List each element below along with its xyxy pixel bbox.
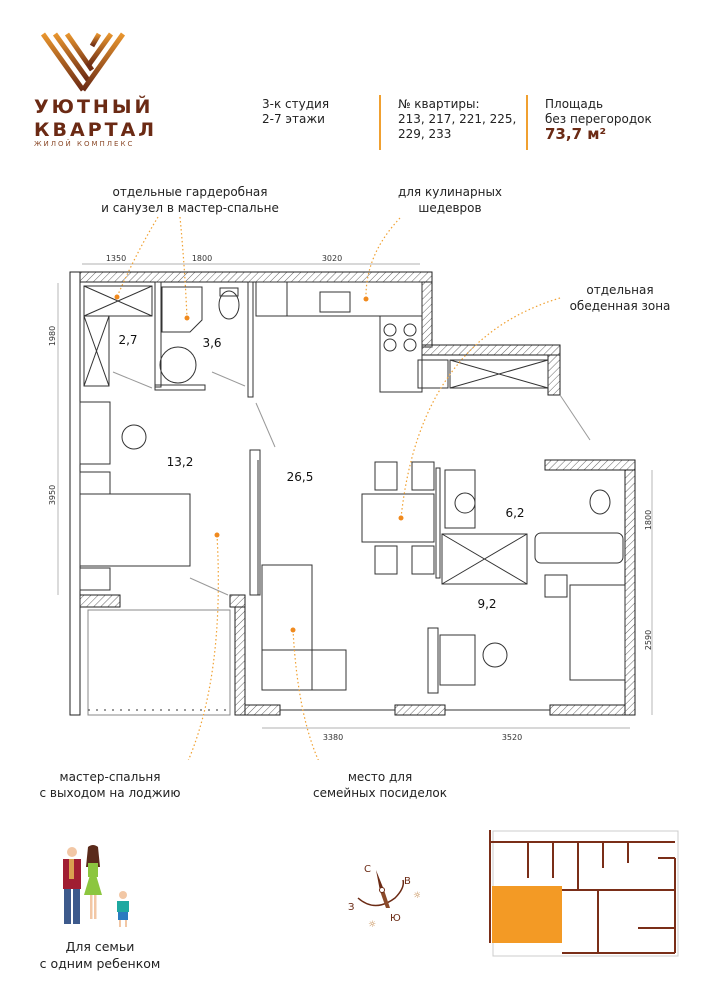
room-area-living: 26,5 xyxy=(287,470,314,484)
area-value: 73,7 м² xyxy=(545,125,607,143)
compass-east: В xyxy=(404,876,411,887)
apartment-type: 3-к студия 2-7 этажи xyxy=(262,97,329,127)
callout-wardrobe: отдельные гардеробная и санузел в мастер… xyxy=(90,184,290,216)
dimension-label: 1980 xyxy=(48,326,57,346)
sun-icon: ☼ xyxy=(368,920,376,928)
area-label: Площадь xyxy=(545,97,604,111)
caption-text: Для семьи xyxy=(65,939,135,954)
divider xyxy=(379,95,381,150)
compass: С В З Ю ☼ ☼ xyxy=(348,864,420,928)
apartment-numbers: № квартиры: 213, 217, 221, 225, 229, 233 xyxy=(398,97,516,142)
room-area-bath1: 3,6 xyxy=(202,336,221,350)
apartment-highlight xyxy=(492,886,562,943)
apartment-plan: 1350 1800 3020 1980 3950 3380 3520 1800 … xyxy=(48,216,653,760)
callout-lines xyxy=(116,216,561,760)
dimension-label: 3950 xyxy=(48,485,57,505)
callout-text: шедевров xyxy=(418,201,482,215)
walls xyxy=(79,271,636,716)
apt-numbers-2: 229, 233 xyxy=(398,127,452,141)
callout-text: мастер-спальня xyxy=(59,770,161,784)
callout-kitchen: для кулинарных шедевров xyxy=(370,184,530,216)
family-illustration xyxy=(63,845,129,927)
room-area-wardrobe: 2,7 xyxy=(118,333,137,347)
callout-master: мастер-спальня с выходом на лоджию xyxy=(20,769,200,801)
room-area-bedroom: 13,2 xyxy=(167,455,194,469)
room-area-bedroom2: 9,2 xyxy=(477,597,496,611)
dimension-label: 2590 xyxy=(644,630,653,650)
callout-dining: отдельная обеденная зона xyxy=(560,282,680,314)
dimension-label: 1350 xyxy=(106,254,126,263)
room-area-bath2: 6,2 xyxy=(505,506,524,520)
callout-living: место для семейных посиделок xyxy=(300,769,460,801)
callout-dots xyxy=(114,294,404,633)
compass-south: Ю xyxy=(390,913,401,924)
dimension-label: 1800 xyxy=(644,510,653,530)
callout-text: обеденная зона xyxy=(569,299,671,313)
floors-text: 2-7 этажи xyxy=(262,112,325,126)
dimension-label: 3520 xyxy=(502,733,522,742)
callout-text: с выходом на лоджию xyxy=(39,786,181,800)
dimension-label: 3380 xyxy=(323,733,343,742)
dimension-label: 3020 xyxy=(322,254,342,263)
brand-subtitle: ЖИЛОЙ КОМПЛЕКС xyxy=(34,140,135,148)
compass-north: С xyxy=(364,864,371,875)
callout-text: отдельные гардеробная xyxy=(112,185,268,199)
callout-text: и санузел в мастер-спальне xyxy=(101,201,279,215)
brand-line2: КВАРТАЛ xyxy=(34,119,158,141)
brand-name: УЮТНЫЙ КВАРТАЛ xyxy=(34,96,157,142)
divider xyxy=(526,95,528,150)
type-text: 3-к студия xyxy=(262,97,330,111)
brand-line1: УЮТНЫЙ xyxy=(34,96,154,118)
family-caption: Для семьи с одним ребенком xyxy=(20,938,180,972)
callout-text: отдельная xyxy=(586,283,654,297)
area-label-2: без перегородок xyxy=(545,112,652,126)
sun-icon: ☼ xyxy=(413,891,420,901)
caption-text: с одним ребенком xyxy=(39,956,161,971)
callout-text: место для xyxy=(347,770,413,784)
callout-text: для кулинарных xyxy=(397,185,503,199)
apt-numbers-1: 213, 217, 221, 225, xyxy=(398,112,517,126)
area-info: Площадь без перегородок 73,7 м² xyxy=(545,97,652,142)
compass-west: З xyxy=(348,902,354,913)
floor-location-map xyxy=(489,830,679,957)
apt-label: № квартиры: xyxy=(398,97,480,111)
callout-text: семейных посиделок xyxy=(313,786,447,800)
logo-mark xyxy=(40,32,126,92)
dimension-label: 1800 xyxy=(192,254,212,263)
